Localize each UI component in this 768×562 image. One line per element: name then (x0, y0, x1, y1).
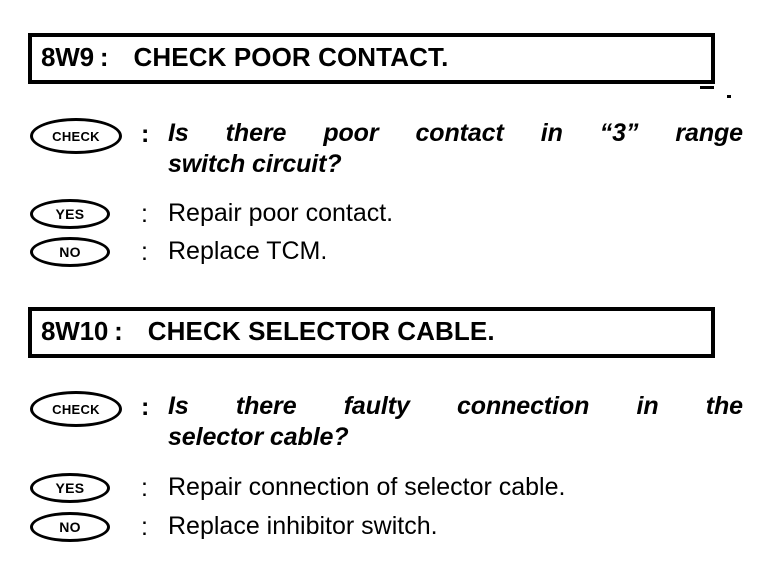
check-question-line-2: selector cable? (168, 423, 349, 451)
scan-speck (700, 86, 714, 89)
word: the (705, 392, 743, 420)
word: there (225, 119, 287, 147)
check-question-text: Is there poor contact in “3” range switc… (168, 118, 743, 180)
section-colon: : (99, 42, 109, 72)
no-badge: NO (30, 237, 110, 267)
word: “3” (599, 119, 639, 147)
check-badge: CHECK (30, 391, 122, 427)
yes-badge: YES (30, 199, 110, 229)
section-header-content-8w10: 8W10 : CHECK SELECTOR CABLE. (41, 312, 707, 357)
section-colon: : (114, 316, 123, 346)
check-question-text: Is there faulty connection in the select… (168, 391, 743, 453)
yes-answer-text: Repair connection of selector cable. (168, 473, 566, 501)
section-code: 8W10 (41, 316, 109, 346)
yes-badge: YES (30, 473, 110, 503)
no-colon: : (141, 238, 148, 266)
word: range (675, 119, 743, 147)
no-answer-text: Replace TCM. (168, 237, 328, 265)
section-title: CHECK SELECTOR CABLE. (147, 316, 495, 346)
word: contact (415, 119, 504, 147)
yes-colon: : (141, 474, 148, 502)
word: faulty (343, 392, 410, 420)
no-answer-text: Replace inhibitor switch. (168, 512, 438, 540)
section-header-content-8w9: 8W9 : CHECK POOR CONTACT. (41, 38, 707, 83)
check-question-line-2: switch circuit? (168, 150, 342, 178)
check-badge: CHECK (30, 118, 122, 154)
word: poor (323, 119, 379, 147)
word: Is (168, 392, 189, 420)
word: there (235, 392, 297, 420)
no-colon: : (141, 513, 148, 541)
section-title: CHECK POOR CONTACT. (133, 42, 449, 72)
check-colon: : (141, 120, 150, 148)
scan-speck (727, 95, 731, 98)
no-badge: NO (30, 512, 110, 542)
section-code: 8W9 (41, 42, 94, 72)
section-header-box-8w9: 8W9 : CHECK POOR CONTACT. (28, 33, 715, 84)
word: in (540, 119, 563, 147)
check-question-line-1: Is there faulty connection in the (168, 391, 743, 422)
yes-colon: : (141, 200, 148, 228)
section-header-box-8w10: 8W10 : CHECK SELECTOR CABLE. (28, 307, 715, 358)
word: in (636, 392, 659, 420)
word: Is (168, 119, 189, 147)
word: connection (456, 392, 590, 420)
check-colon: : (141, 393, 150, 421)
yes-answer-text: Repair poor contact. (168, 199, 394, 227)
check-question-line-1: Is there poor contact in “3” range (168, 118, 743, 149)
